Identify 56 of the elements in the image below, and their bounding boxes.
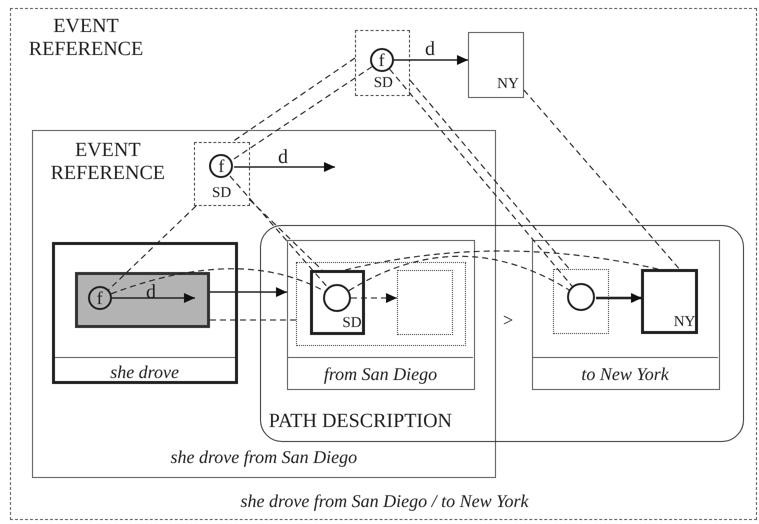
correspondence-line — [410, 80, 571, 270]
corner-label: SD — [372, 74, 394, 92]
correspondence-line — [348, 256, 570, 292]
dashed-box — [194, 142, 250, 206]
circle-letter: f — [96, 288, 104, 308]
solid-box — [532, 240, 720, 390]
arrow — [351, 293, 397, 303]
dashed-frame — [10, 8, 757, 520]
correspondence-line — [111, 268, 325, 294]
box-caption: she drove — [54, 356, 235, 384]
circle-node — [209, 154, 234, 178]
solid-box — [468, 32, 524, 98]
correspondence-line — [210, 319, 296, 321]
arrow — [112, 293, 195, 303]
correspondence-line — [232, 58, 356, 142]
correspondence-line — [232, 66, 372, 161]
edge-label: d — [425, 40, 435, 58]
arrow — [234, 162, 335, 172]
box-caption: from San Diego — [288, 357, 473, 388]
circle-node — [322, 284, 351, 312]
corner-label: SD — [211, 184, 232, 202]
frame-title: EVENT REFERENCE — [28, 15, 144, 61]
corner-label: NY — [496, 76, 519, 94]
circle-node — [567, 283, 596, 312]
thick-box — [310, 270, 365, 335]
thick-box — [52, 242, 238, 384]
frame-caption: she drove from San Diego / to New York — [240, 491, 530, 512]
arrow — [596, 293, 642, 303]
order-sign: > — [503, 310, 514, 331]
dotted-box — [296, 262, 466, 346]
box-caption: to New York — [532, 356, 718, 388]
thick-box — [641, 269, 698, 334]
arrow — [394, 55, 468, 65]
solid-box — [32, 130, 496, 478]
dotted-box — [396, 270, 453, 335]
frame-title: EVENT REFERENCE — [50, 138, 166, 185]
circle-letter: f — [378, 50, 386, 70]
circle-letter: f — [217, 156, 226, 176]
dotted-box — [553, 269, 610, 334]
corner-label: NY — [672, 314, 696, 332]
edge-label: d — [278, 148, 288, 166]
circle-node — [370, 48, 394, 72]
shaded-box — [74, 272, 210, 328]
rounded-box — [260, 224, 744, 442]
correspondence-line — [108, 206, 196, 290]
correspondence-line — [229, 176, 328, 288]
box-title: PATH DESCRIPTION — [268, 410, 452, 433]
correspondence-line — [250, 200, 322, 270]
correspondence-line — [524, 90, 681, 270]
dashed-box — [354, 30, 410, 96]
correspondence-line — [389, 68, 574, 288]
solid-box — [287, 240, 475, 390]
circle-node — [88, 286, 112, 310]
corner-label: SD — [341, 314, 362, 332]
arrow — [210, 287, 287, 298]
frame-caption: she drove from San Diego — [169, 446, 358, 468]
